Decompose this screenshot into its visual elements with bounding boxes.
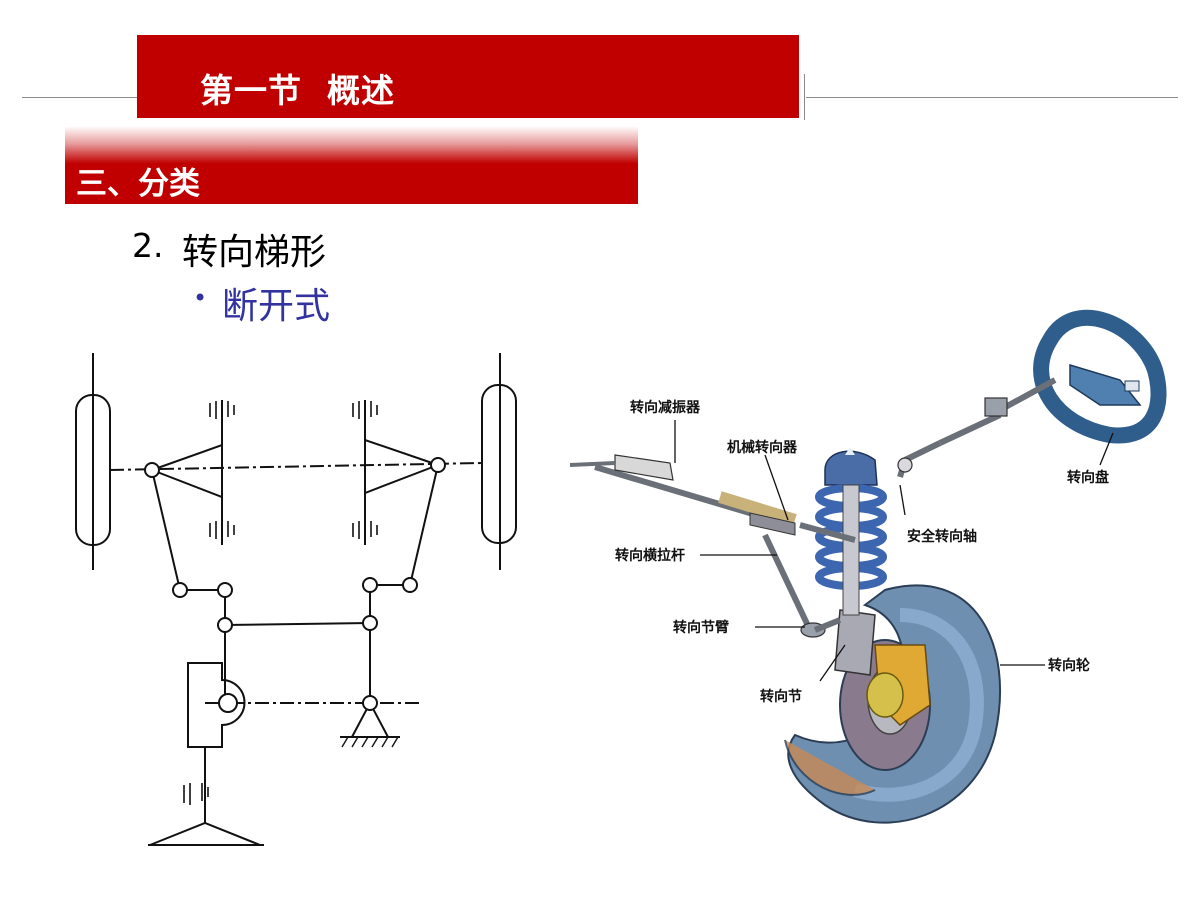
label-safety-shaft: 安全转向轴: [907, 528, 977, 545]
label-steered-wheel: 转向轮: [1048, 657, 1090, 674]
sub-item-text: 断开式: [222, 286, 331, 327]
bullet-icon: •: [193, 284, 208, 312]
header-rule-left: [22, 97, 138, 98]
section-heading: 三、分类: [76, 166, 200, 202]
header-rule-right: [806, 97, 1178, 98]
steering-shaft-shape: [897, 377, 1057, 478]
label-knuckle: 转向节: [760, 688, 802, 705]
rack-and-tie-rod-shape: [569, 454, 856, 638]
page-title: 第一节 概述: [200, 71, 395, 110]
knuckle-shape: [834, 609, 931, 726]
title-bar: [137, 35, 799, 118]
section-bar: [65, 126, 638, 204]
label-damper: 转向减振器: [630, 399, 701, 416]
list-item-number: 2.: [132, 226, 164, 265]
steering-gear-box: [187, 662, 246, 748]
steering-wheel-shape: [1033, 309, 1167, 444]
label-steering-wheel: 转向盘: [1067, 469, 1109, 486]
label-tie-rod: 转向横拉杆: [615, 547, 685, 564]
linkage-schematic: [75, 353, 517, 846]
label-mechanical-gear: 机械转向器: [727, 439, 798, 456]
label-knuckle-arm: 转向节臂: [673, 619, 729, 636]
list-item-text: 转向梯形: [182, 232, 327, 273]
header-rule-tick: [804, 74, 805, 120]
spring-strut-shape: [815, 447, 887, 616]
steering-system-illustration: 转向减振器 机械转向器 转向盘 安全转向轴 转向横拉杆 转向节臂 转向轮 转向节: [569, 309, 1167, 824]
